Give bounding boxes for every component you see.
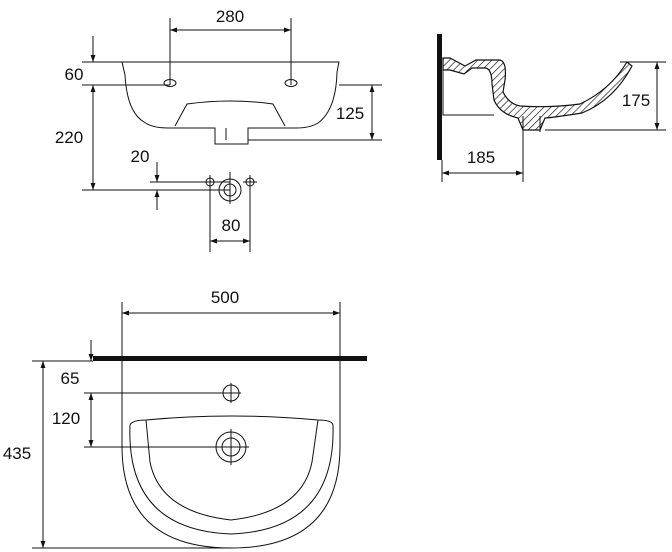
side-view: 175 185: [437, 34, 666, 182]
dim-tap-offset: 65: [61, 369, 80, 388]
dim-top-depth: 435: [3, 444, 31, 463]
wall-top: [93, 356, 367, 361]
dim-tap-hole-spacing: 280: [216, 7, 244, 26]
dim-drain-offset: 120: [52, 409, 80, 428]
dim-side-depth: 185: [467, 148, 495, 167]
basin-bowl: [129, 415, 334, 535]
basin-section: [442, 57, 633, 131]
top-view: 500 65 120 435: [3, 288, 367, 549]
dim-fixing-spacing: 80: [222, 216, 241, 235]
front-view: 280 60 220 125 20 8: [55, 7, 382, 252]
dim-tap-hole-height: 60: [65, 65, 84, 84]
basin-front-outline: [121, 61, 340, 145]
dim-fixing-offset: 20: [131, 147, 150, 166]
dim-overall-height: 220: [55, 128, 83, 147]
basin-front-cutout: [174, 100, 286, 127]
wall-side: [437, 34, 442, 160]
dim-side-height: 175: [622, 91, 650, 110]
dim-top-width: 500: [211, 288, 239, 307]
dim-front-depth: 125: [336, 104, 364, 123]
